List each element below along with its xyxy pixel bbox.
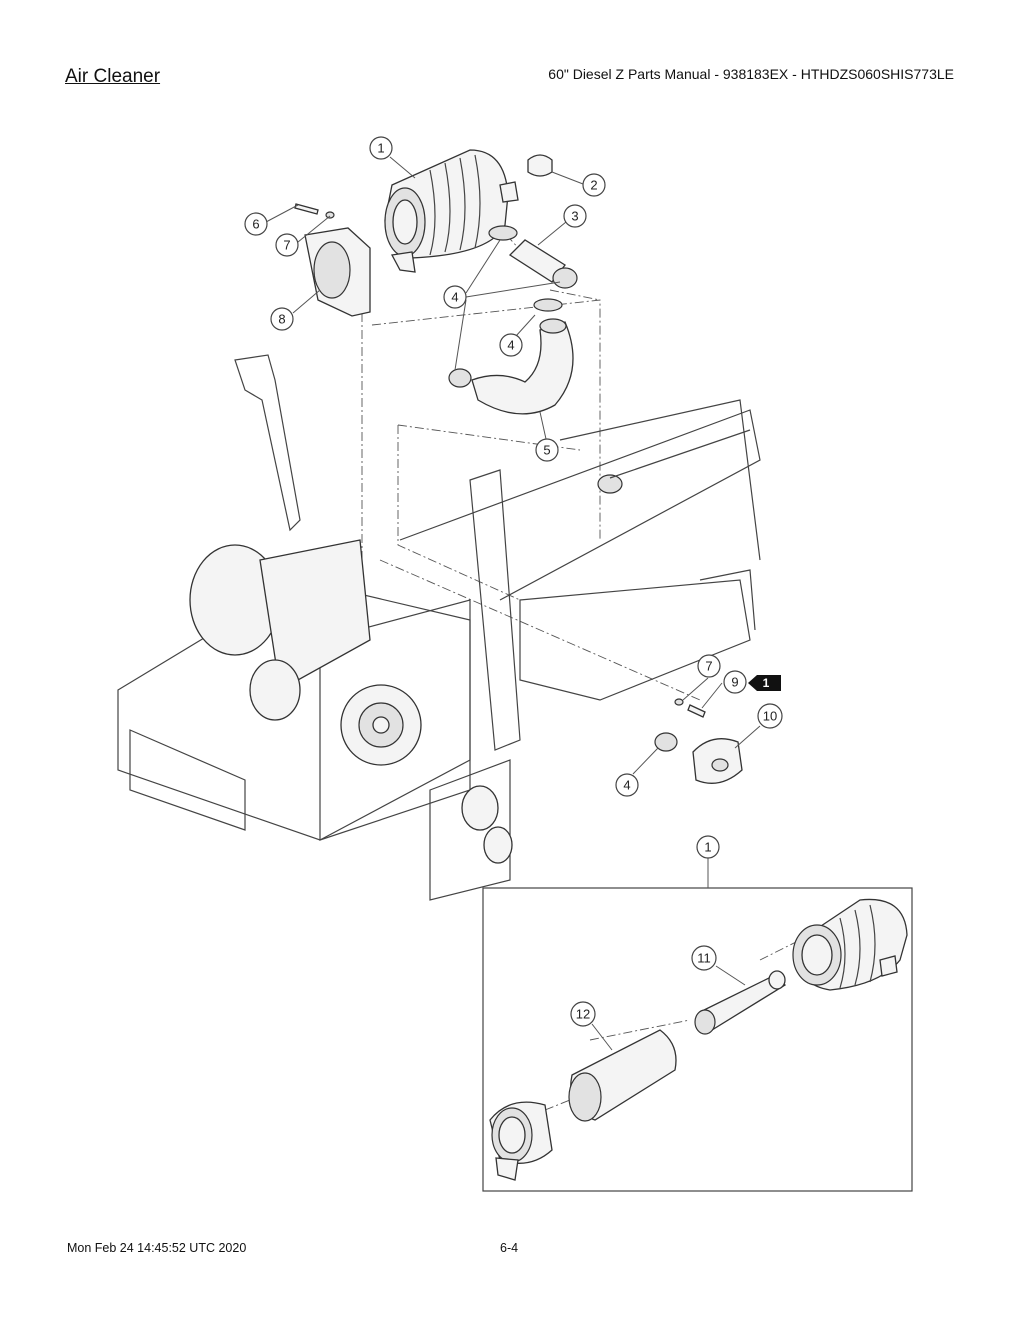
callout-item-7: 7	[697, 654, 721, 678]
hose-clamp	[654, 732, 678, 752]
callout-item-12: 12	[570, 1001, 596, 1027]
svg-text:7: 7	[705, 659, 712, 674]
callout-item-11: 11	[691, 945, 717, 971]
callout-item-2: 2	[582, 173, 606, 197]
air-cleaner-assembly	[384, 149, 519, 273]
svg-text:3: 3	[571, 209, 578, 224]
svg-text:1: 1	[704, 840, 711, 855]
callout-item-3: 3	[563, 204, 587, 228]
callout-item-5: 5	[535, 438, 559, 462]
callout-item-10: 10	[757, 703, 783, 729]
callout-item-4: 4	[499, 333, 523, 357]
svg-text:1: 1	[763, 676, 770, 690]
svg-text:4: 4	[623, 778, 630, 793]
callout-item-6: 6	[244, 212, 268, 236]
callout-item-1: 1	[369, 136, 393, 160]
leader-lines	[265, 156, 761, 1051]
svg-text:2: 2	[590, 178, 597, 193]
vacuator-valve	[527, 154, 553, 177]
callout-item-8: 8	[270, 307, 294, 331]
intake-hose	[508, 239, 566, 283]
assembly-lines	[361, 221, 801, 1111]
footer-timestamp: Mon Feb 24 14:45:52 UTC 2020	[67, 1241, 247, 1255]
reference-note-badge: 1	[748, 675, 781, 691]
bolt	[687, 704, 706, 718]
svg-text:10: 10	[763, 709, 777, 724]
callout-item-7: 7	[275, 233, 299, 257]
callout-item-4: 4	[443, 285, 467, 309]
svg-text:5: 5	[543, 443, 550, 458]
callout-item-4: 4	[615, 773, 639, 797]
washer	[674, 698, 684, 706]
svg-text:6: 6	[252, 217, 259, 232]
elbow-hose	[471, 321, 574, 415]
inset-cover	[489, 1101, 553, 1181]
page-number: 6-4	[500, 1241, 519, 1255]
hose-clamp	[552, 267, 578, 289]
bolt	[294, 203, 319, 215]
svg-text:8: 8	[278, 312, 285, 327]
svg-text:1: 1	[377, 141, 384, 156]
svg-text:4: 4	[507, 338, 514, 353]
detail-inset-box	[482, 887, 913, 1192]
hose-clamp	[448, 368, 472, 388]
callout-item-9: 9	[723, 670, 747, 694]
hose-clamp	[488, 225, 518, 241]
inset-air-cleaner-body	[792, 898, 908, 991]
hose-clamp	[533, 298, 563, 312]
primary-filter	[568, 1029, 677, 1122]
callout-item-1: 1	[696, 835, 720, 859]
svg-text:11: 11	[697, 951, 711, 966]
svg-text:7: 7	[283, 238, 290, 253]
svg-text:4: 4	[451, 290, 458, 305]
svg-text:12: 12	[576, 1007, 590, 1022]
manual-reference: 60" Diesel Z Parts Manual - 938183EX - H…	[548, 66, 954, 82]
washer	[325, 211, 335, 219]
engine-frame	[117, 354, 761, 901]
inner-filter	[694, 970, 787, 1035]
svg-text:9: 9	[731, 675, 738, 690]
page-title: Air Cleaner	[65, 66, 161, 87]
